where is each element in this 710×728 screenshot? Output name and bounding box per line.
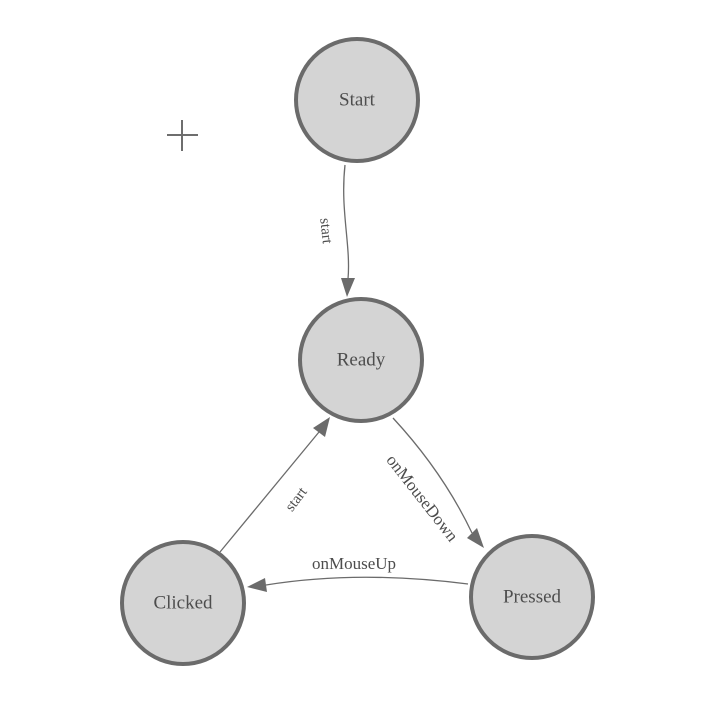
- crosshair-icon: [167, 120, 198, 151]
- edge-clicked-to-ready[interactable]: start: [219, 417, 330, 553]
- state-node-label: Ready: [337, 349, 386, 370]
- arrowhead-icon: [341, 278, 355, 297]
- edge-pressed-to-clicked[interactable]: onMouseUp: [247, 554, 469, 592]
- edge-label-start-bottom: start: [282, 484, 311, 515]
- edge-label-onmousedown: onMouseDown: [382, 451, 462, 546]
- state-node-start[interactable]: Start: [294, 37, 420, 163]
- edge-start-to-ready[interactable]: start: [316, 164, 355, 297]
- edge-label-onmouseup: onMouseUp: [312, 554, 396, 573]
- edge-ready-to-pressed[interactable]: onMouseDown: [382, 417, 484, 548]
- state-node-pressed[interactable]: Pressed: [469, 534, 595, 660]
- state-node-clicked[interactable]: Clicked: [120, 540, 246, 666]
- edge-label-start-top: start: [316, 217, 335, 245]
- state-node-label: Pressed: [503, 586, 562, 607]
- arrowhead-icon: [247, 578, 267, 592]
- arrowhead-icon: [313, 417, 330, 437]
- state-node-label: Clicked: [153, 592, 213, 613]
- state-node-ready[interactable]: Ready: [298, 297, 424, 423]
- state-node-label: Start: [339, 89, 376, 110]
- arrowhead-icon: [467, 528, 484, 548]
